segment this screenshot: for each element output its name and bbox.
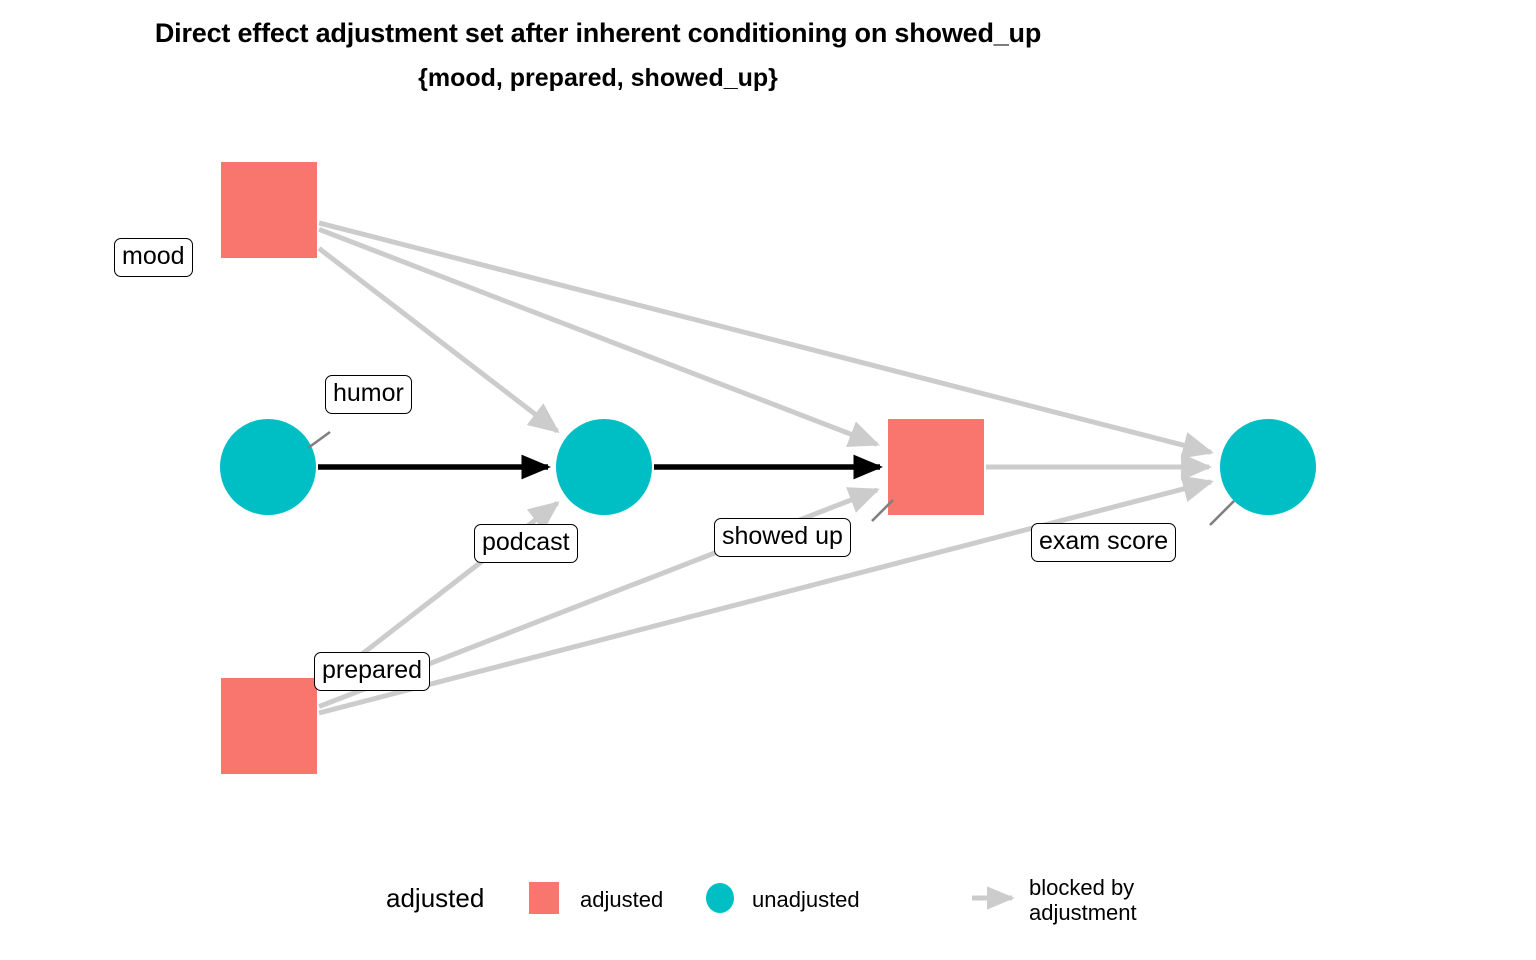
legend-unadjusted-label: unadjusted (752, 887, 860, 912)
leader-line-showed_up (871, 499, 894, 522)
page-subtitle: {mood, prepared, showed_up} (418, 64, 778, 92)
node-label-humor: humor (325, 375, 412, 414)
node-showed_up[interactable] (888, 419, 984, 515)
edge-prepared-to-exam_score (318, 475, 1214, 716)
node-exam_score[interactable] (1220, 419, 1316, 515)
leader-line-layer (307, 430, 1235, 526)
legend-title: adjusted (386, 883, 485, 913)
node-label-podcast: podcast (474, 524, 578, 563)
edge-mood-to-podcast (317, 246, 560, 434)
edge-mood-to-exam_score (318, 220, 1214, 459)
node-podcast[interactable] (556, 419, 652, 515)
node-label-mood: mood (114, 238, 193, 277)
legend-adjusted-square-icon (529, 882, 559, 914)
leader-line-exam_score (1209, 500, 1235, 526)
node-prepared[interactable] (221, 678, 317, 774)
legend-adjusted-label: adjusted (580, 887, 664, 912)
node-layer (220, 162, 1316, 774)
node-label-prepared: prepared (314, 652, 431, 691)
edge-mood-to-showed_up (318, 226, 880, 447)
page-title: Direct effect adjustment set after inher… (154, 18, 1042, 48)
legend-unadjusted-circle-icon (706, 883, 734, 913)
node-label-exam-score: exam score (1031, 523, 1177, 562)
node-mood[interactable] (221, 162, 317, 258)
edge-layer (317, 220, 1214, 716)
node-humor[interactable] (220, 419, 316, 515)
leader-line-humor (307, 430, 331, 450)
legend-edge-label: blocked by adjustment (1029, 875, 1137, 926)
node-label-showed-up: showed up (714, 518, 851, 557)
